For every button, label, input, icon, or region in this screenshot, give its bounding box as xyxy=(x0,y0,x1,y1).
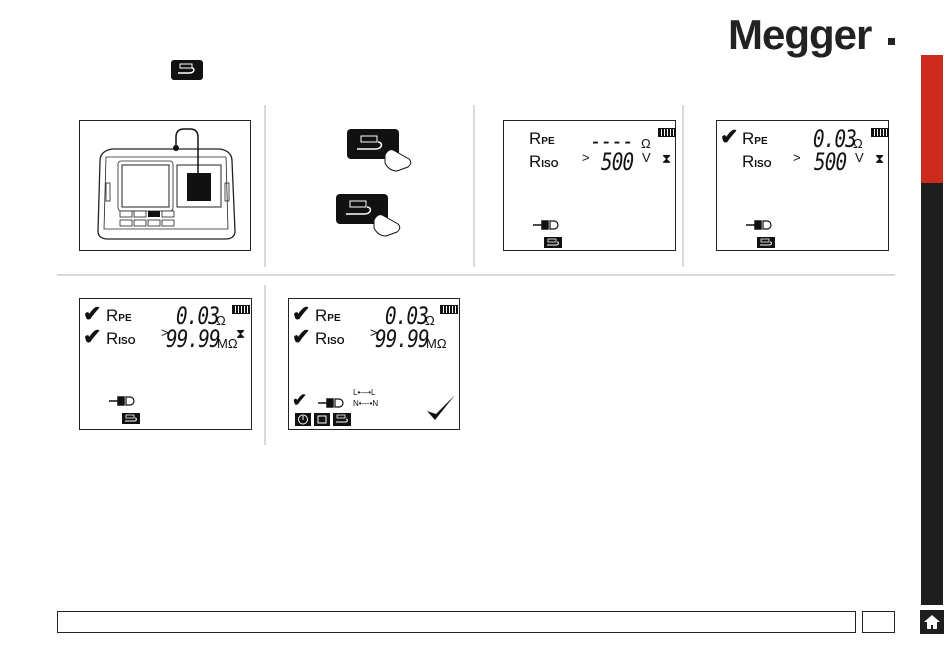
instrument-illustration xyxy=(80,121,250,250)
home-icon xyxy=(920,610,944,634)
riso-value: 99.99 xyxy=(375,327,429,351)
volt-unit: V xyxy=(855,151,864,164)
side-tab-dark xyxy=(921,183,943,605)
riso-label: RISO xyxy=(315,330,345,347)
rpe-check-icon: ✔ xyxy=(292,303,310,325)
battery-icon xyxy=(871,128,889,137)
result-icons xyxy=(295,413,353,426)
volt-unit: V xyxy=(642,151,651,164)
test-button-icon xyxy=(171,60,203,80)
lcd-screen-4: ✔ ✔ RPE RISO 0.03 Ω > 99.99 MΩ ✔ L•—•L N… xyxy=(288,298,460,430)
test-voltage: 500 xyxy=(601,150,633,174)
pass-check-icon xyxy=(425,393,457,425)
registered-mark xyxy=(888,38,895,45)
battery-icon xyxy=(658,128,676,137)
button-press-lower xyxy=(334,192,404,240)
plug-icon xyxy=(108,395,136,407)
instrument-panel xyxy=(79,120,251,251)
page-number xyxy=(862,611,895,633)
riso-label: RISO xyxy=(529,153,559,170)
ohm-unit: Ω xyxy=(853,137,863,150)
rpe-label: RPE xyxy=(315,307,341,324)
divider-v1 xyxy=(264,105,266,267)
test-voltage: 500 xyxy=(814,150,846,174)
plug-icon xyxy=(532,219,560,231)
l-to-l-label: L•—•L xyxy=(353,389,376,397)
greater-sign: > xyxy=(582,151,590,164)
battery-icon xyxy=(232,305,250,314)
test-button-icon xyxy=(544,237,562,248)
rpe-label: RPE xyxy=(742,130,768,147)
lcd-screen-1: RPE RISO ---- Ω > 500 V ⧗ xyxy=(503,120,676,251)
plug-icon xyxy=(317,397,345,409)
hourglass-icon: ⧗ xyxy=(875,152,884,165)
megger-logo: Megger xyxy=(728,14,871,56)
rpe-label: RPE xyxy=(106,307,132,324)
plug-check-icon: ✔ xyxy=(292,391,307,409)
divider-v2 xyxy=(473,105,475,267)
battery-icon xyxy=(440,305,458,314)
test-button-icon xyxy=(122,413,140,424)
rpe-label: RPE xyxy=(529,130,555,147)
riso-check-icon: ✔ xyxy=(292,326,310,348)
footer-bar xyxy=(57,611,856,633)
riso-check-icon: ✔ xyxy=(83,326,101,348)
riso-label: RISO xyxy=(106,330,136,347)
plug-icon xyxy=(745,219,773,231)
hourglass-icon: ⧗ xyxy=(662,152,671,165)
rpe-check-icon: ✔ xyxy=(83,303,101,325)
test-button-icon xyxy=(757,237,775,248)
lcd-screen-3: ✔ ✔ RPE RISO 0.03 Ω > 99.99 MΩ ⧗ xyxy=(79,298,252,430)
divider-h xyxy=(57,274,895,276)
divider-v3 xyxy=(682,105,684,267)
ohm-unit: Ω xyxy=(641,137,651,150)
lcd-screen-2: ✔ RPE RISO 0.03 Ω > 500 V ⧗ xyxy=(716,120,889,251)
side-tab-red xyxy=(921,55,943,183)
button-press-upper xyxy=(345,125,415,173)
megohm-unit: MΩ xyxy=(426,337,447,350)
megohm-unit: MΩ xyxy=(217,337,238,350)
n-to-n-label: N•—•N xyxy=(353,400,378,408)
home-button[interactable] xyxy=(920,610,944,634)
hourglass-icon: ⧗ xyxy=(236,327,245,340)
greater-sign: > xyxy=(793,151,801,164)
divider-v4 xyxy=(264,285,266,445)
rpe-check-icon: ✔ xyxy=(720,126,738,148)
riso-value: 99.99 xyxy=(166,327,220,351)
riso-label: RISO xyxy=(742,153,772,170)
